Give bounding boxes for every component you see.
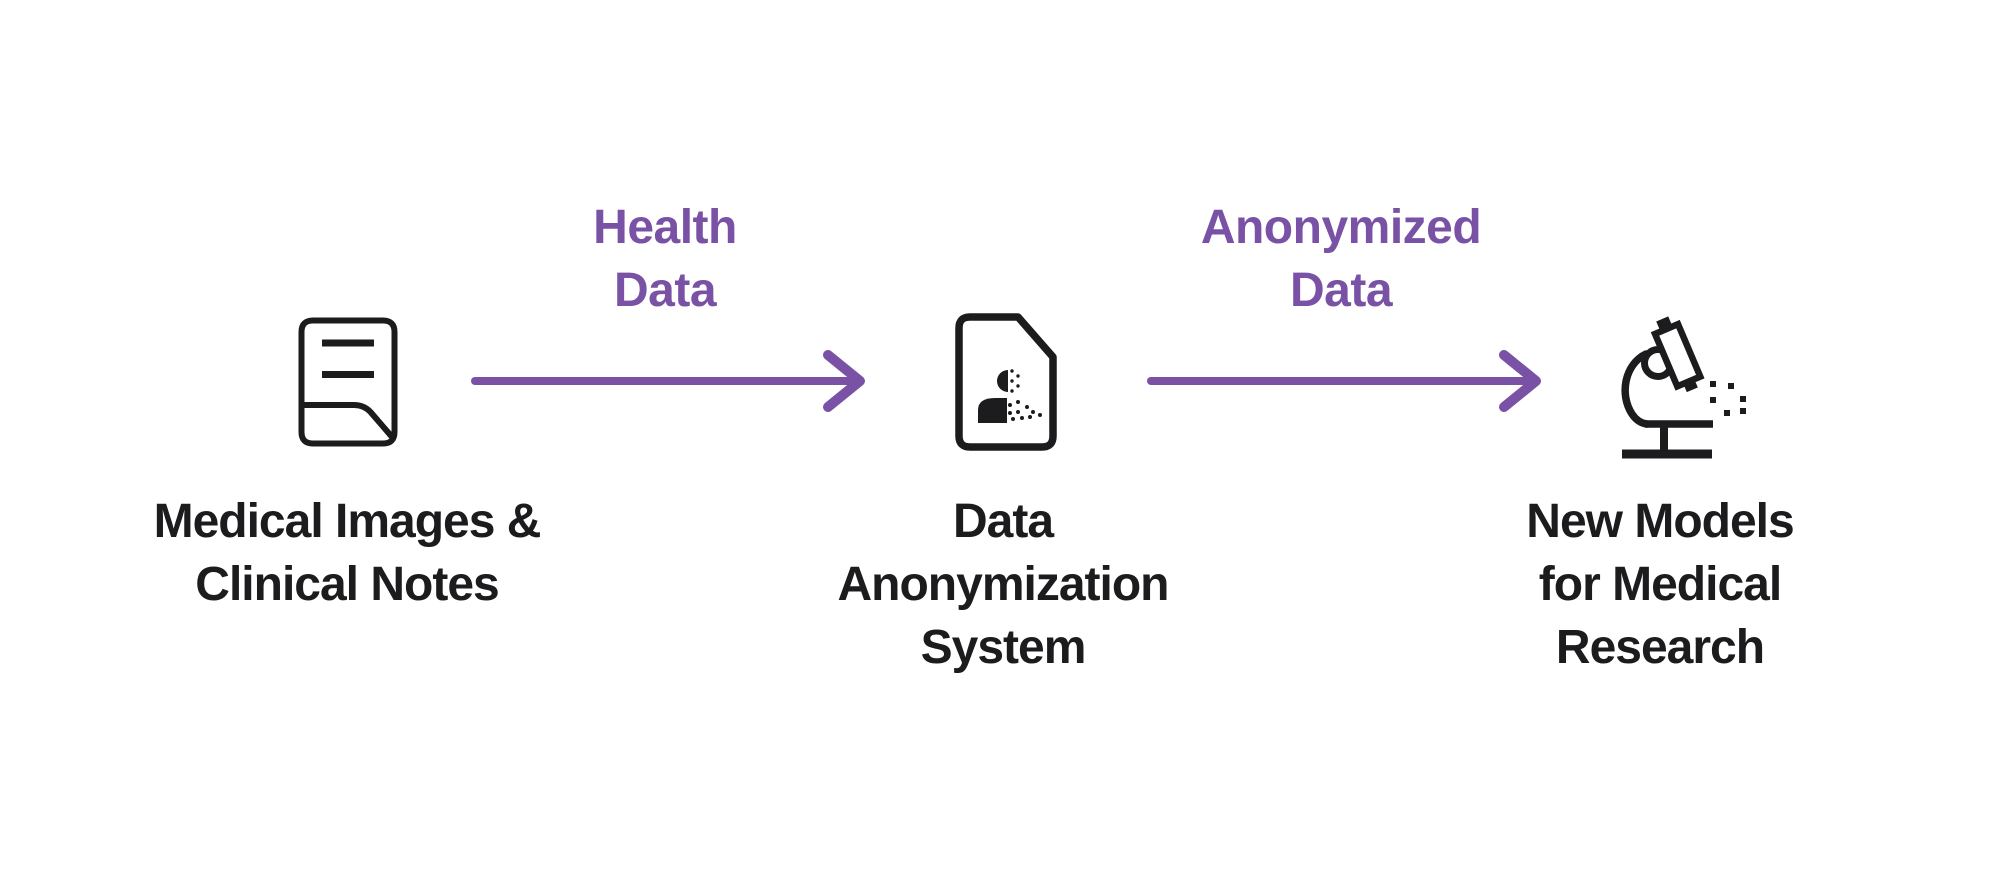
node-label-medical-sources: Medical Images & Clinical Notes	[153, 495, 542, 611]
flow-arrow-anonymized-data	[1147, 350, 1541, 412]
microscope-icon	[1621, 316, 1746, 459]
flow-arrow-health-data	[471, 350, 865, 412]
clinical-notes-icon	[298, 317, 398, 447]
flow-label-health-data: Health Data	[593, 201, 737, 317]
flow-label-anonymized-data: Anonymized Data	[1200, 201, 1482, 317]
node-label-anonymization-system: Data Anonymization System	[837, 495, 1170, 674]
node-label-medical-research: New Models for Medical Research	[1526, 495, 1794, 674]
anonymized-person-file-icon	[955, 313, 1057, 451]
